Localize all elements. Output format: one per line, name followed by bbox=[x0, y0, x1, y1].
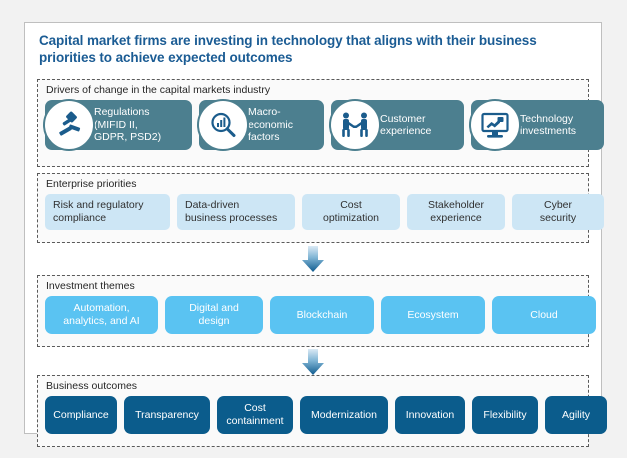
priorities-row: Risk and regulatory compliance Data-driv… bbox=[38, 194, 604, 237]
theme-pill-blockchain[interactable]: Blockchain bbox=[270, 296, 374, 334]
priority-pill-cyber-security[interactable]: Cyber security bbox=[512, 194, 604, 230]
outcome-pill-compliance[interactable]: Compliance bbox=[45, 396, 117, 434]
magnifier-bar-chart-icon bbox=[197, 99, 249, 151]
section-label-drivers: Drivers of change in the capital markets… bbox=[46, 84, 271, 96]
outcome-pill-innovation[interactable]: Innovation bbox=[395, 396, 465, 434]
driver-card-regulations[interactable]: Regulations (MIFID II, GDPR, PSD2) bbox=[43, 99, 192, 151]
theme-pill-cloud[interactable]: Cloud bbox=[492, 296, 596, 334]
driver-label: Macro- economic factors bbox=[248, 106, 293, 144]
outcome-pill-flexibility[interactable]: Flexibility bbox=[472, 396, 538, 434]
section-business-outcomes: Business outcomes Compliance Transparenc… bbox=[37, 375, 607, 447]
theme-pill-ecosystem[interactable]: Ecosystem bbox=[381, 296, 485, 334]
infographic-panel: Capital market firms are investing in te… bbox=[24, 22, 607, 447]
driver-label: Regulations (MIFID II, GDPR, PSD2) bbox=[94, 106, 162, 144]
section-drivers-of-change: Drivers of change in the capital markets… bbox=[37, 79, 604, 167]
priority-pill-risk-and-regulatory-compliance[interactable]: Risk and regulatory compliance bbox=[45, 194, 170, 230]
theme-pill-digital-and-design[interactable]: Digital and design bbox=[165, 296, 263, 334]
page-title: Capital market firms are investing in te… bbox=[39, 33, 537, 65]
flow-arrow-themes-to-outcomes bbox=[299, 348, 327, 376]
flow-arrow-priorities-to-themes bbox=[299, 245, 327, 273]
driver-card-technology-investments[interactable]: Technology investments bbox=[469, 99, 604, 151]
priority-pill-cost-optimization[interactable]: Cost optimization bbox=[302, 194, 400, 230]
section-label-themes: Investment themes bbox=[46, 280, 135, 292]
section-investment-themes: Investment themes Automation, analytics,… bbox=[37, 275, 596, 347]
theme-pill-automation-analytics-and-ai[interactable]: Automation, analytics, and AI bbox=[45, 296, 158, 334]
section-label-outcomes: Business outcomes bbox=[46, 380, 138, 392]
outcome-pill-modernization[interactable]: Modernization bbox=[300, 396, 388, 434]
section-label-priorities: Enterprise priorities bbox=[46, 178, 137, 190]
outcomes-row: Compliance Transparency Cost containment… bbox=[38, 396, 607, 441]
driver-card-macro-economic-factors[interactable]: Macro- economic factors bbox=[197, 99, 324, 151]
priority-pill-data-driven-business-processes[interactable]: Data-driven business processes bbox=[177, 194, 295, 230]
outcome-pill-agility[interactable]: Agility bbox=[545, 396, 607, 434]
gavel-icon bbox=[43, 99, 95, 151]
themes-row: Automation, analytics, and AI Digital an… bbox=[38, 296, 596, 341]
driver-label: Customer experience bbox=[380, 112, 432, 138]
driver-card-customer-experience[interactable]: Customer experience bbox=[329, 99, 464, 151]
section-enterprise-priorities: Enterprise priorities Risk and regulator… bbox=[37, 173, 604, 243]
driver-label: Technology investments bbox=[520, 112, 577, 138]
drivers-row: Regulations (MIFID II, GDPR, PSD2) bbox=[38, 99, 604, 157]
priority-pill-stakeholder-experience[interactable]: Stakeholder experience bbox=[407, 194, 505, 230]
outcome-pill-cost-containment[interactable]: Cost containment bbox=[217, 396, 293, 434]
handshake-people-icon bbox=[329, 99, 381, 151]
monitor-growth-icon bbox=[469, 99, 521, 151]
outcome-pill-transparency[interactable]: Transparency bbox=[124, 396, 210, 434]
